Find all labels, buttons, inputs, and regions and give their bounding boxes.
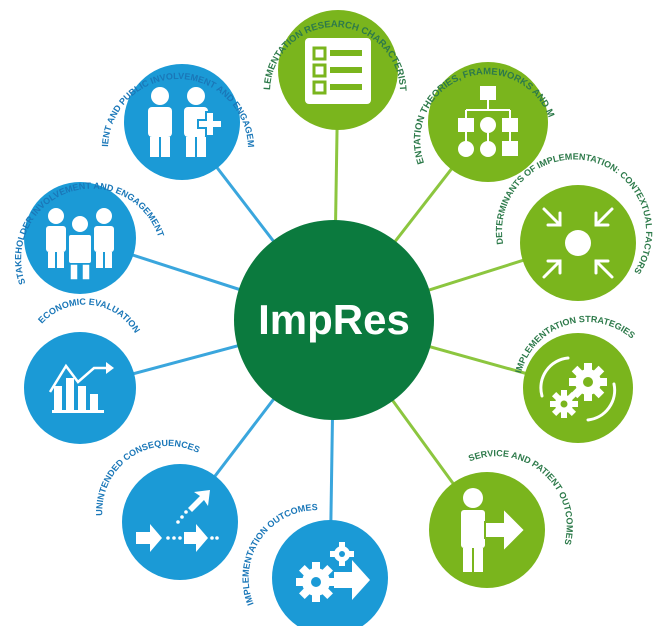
node-implementation-theories: IMPLEMENTATION THEORIES, FRAMEWORKS AND … (0, 0, 556, 182)
node-economic-evaluation: ECONOMIC EVALUATION (24, 297, 142, 444)
diverging-arrows-icon (136, 490, 219, 552)
node-circle (122, 464, 238, 580)
center-label: ImpRes (258, 296, 410, 343)
node-patient-public-involvement: PATIENT AND PUBLIC INVOLVEMENT AND ENGAG… (0, 0, 256, 180)
bar-chart-icon (48, 362, 114, 413)
node-service-patient-outcomes: SERVICE AND PATIENT OUTCOMES (429, 448, 575, 588)
center-hub: ImpRes (234, 220, 434, 420)
flowchart-icon (458, 86, 518, 157)
node-unintended-consequences: UNINTENDED CONSEQUENCES (94, 438, 238, 580)
person-plus-icon (148, 87, 223, 157)
person-arrow-icon (461, 488, 527, 572)
gears-icon (539, 356, 617, 422)
converging-arrows-icon (542, 207, 614, 279)
group-people-icon (46, 208, 114, 281)
checklist-icon (305, 38, 371, 104)
node-label: ECONOMIC EVALUATION (36, 297, 142, 335)
